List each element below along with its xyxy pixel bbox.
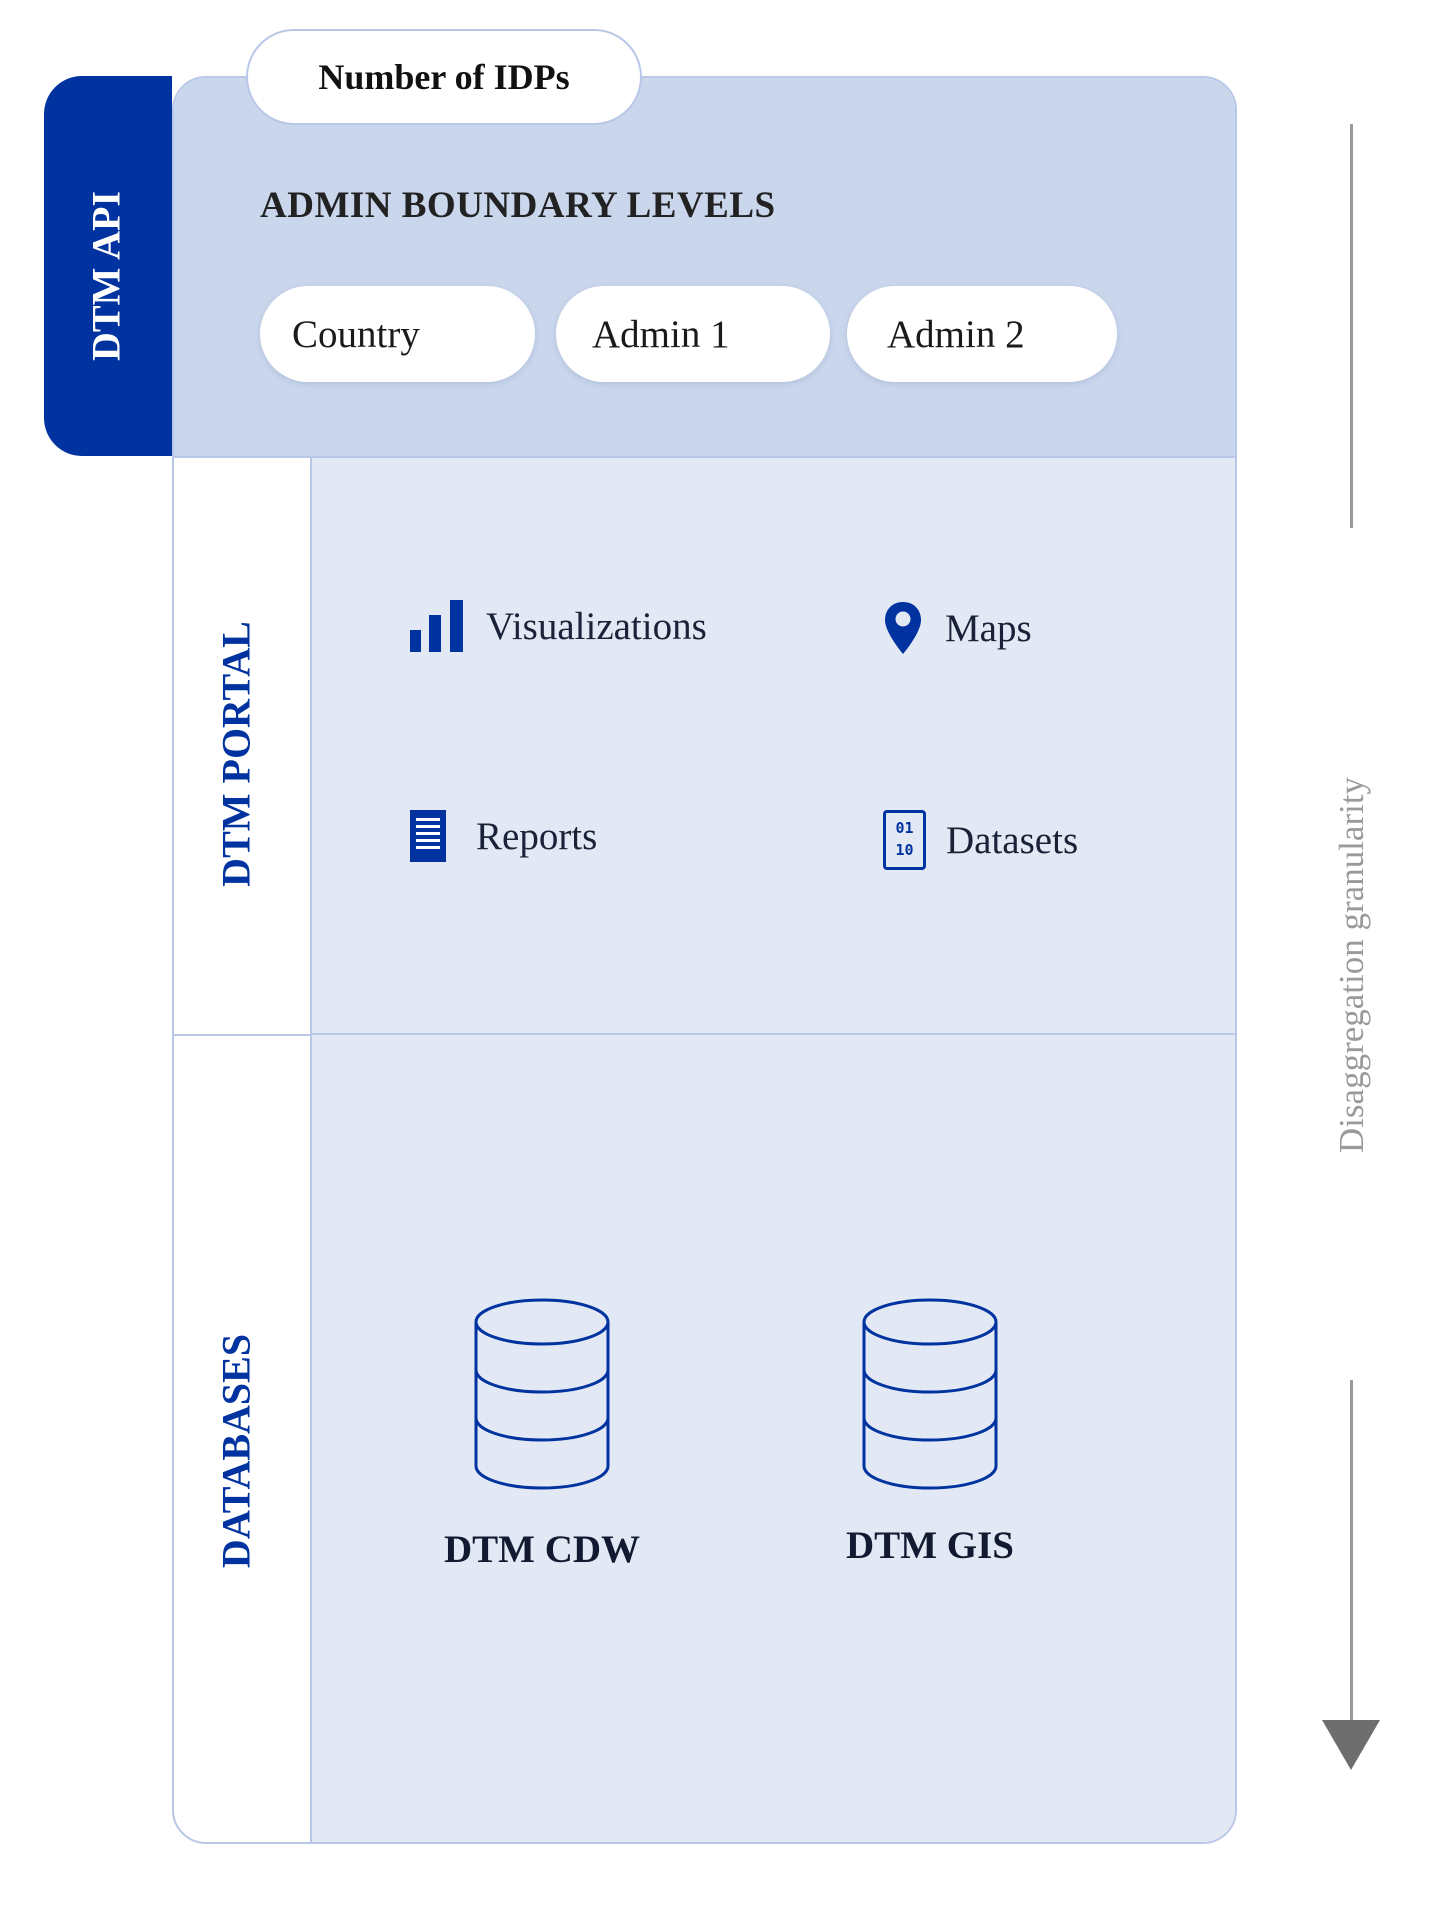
admin-boundary-heading: ADMIN BOUNDARY LEVELS: [260, 185, 776, 226]
level-label: Admin 2: [887, 312, 1025, 356]
map-pin-icon: [885, 602, 921, 654]
binary-digits: 10: [895, 841, 914, 859]
databases-panel: [310, 1035, 1235, 1842]
dtm-portal-label: DTM PORTAL: [213, 621, 259, 887]
api-panel: [174, 78, 1235, 458]
database-dtm-cdw: DTM CDW: [422, 1296, 662, 1572]
portal-item-visualizations: Visualizations: [410, 600, 707, 652]
binary-digits: 01: [895, 819, 914, 837]
portal-item-maps: Maps: [883, 600, 1032, 656]
database-icon: [474, 1298, 610, 1490]
bar-chart-icon: [410, 600, 463, 652]
number-of-idps-pill: Number of IDPs: [246, 29, 642, 125]
down-arrow-icon: [1322, 1720, 1380, 1770]
portal-item-label: Maps: [945, 606, 1032, 650]
sidebar-divider: [174, 1034, 310, 1036]
dtm-api-label: DTM API: [83, 191, 129, 361]
dtm-api-tab: [44, 76, 172, 456]
level-label: Country: [292, 312, 420, 356]
database-icon: [862, 1298, 998, 1490]
portal-item-datasets: 01 10 Datasets: [883, 810, 1078, 870]
number-of-idps-label: Number of IDPs: [318, 57, 570, 97]
level-pill-admin-2: Admin 2: [847, 286, 1117, 382]
document-icon: [410, 810, 446, 862]
portal-item-label: Datasets: [946, 818, 1079, 862]
granularity-arrow-line-bottom: [1350, 1380, 1353, 1740]
database-label: DTM GIS: [846, 1524, 1014, 1567]
databases-label: DATABASES: [213, 1333, 259, 1569]
portal-item-reports: Reports: [410, 810, 597, 862]
portal-item-label: Reports: [476, 814, 598, 858]
binary-file-icon: 01 10: [883, 810, 926, 870]
level-pill-admin-1: Admin 1: [556, 286, 830, 382]
level-pill-country: Country: [260, 286, 535, 382]
database-label: DTM CDW: [443, 1528, 641, 1571]
level-label: Admin 1: [592, 312, 730, 356]
portal-item-label: Visualizations: [486, 604, 707, 648]
database-dtm-gis: DTM GIS: [810, 1296, 1050, 1568]
granularity-arrow-line-top: [1350, 124, 1353, 528]
portal-panel: [310, 458, 1235, 1035]
granularity-label: Disaggregation granularity: [1332, 776, 1371, 1154]
